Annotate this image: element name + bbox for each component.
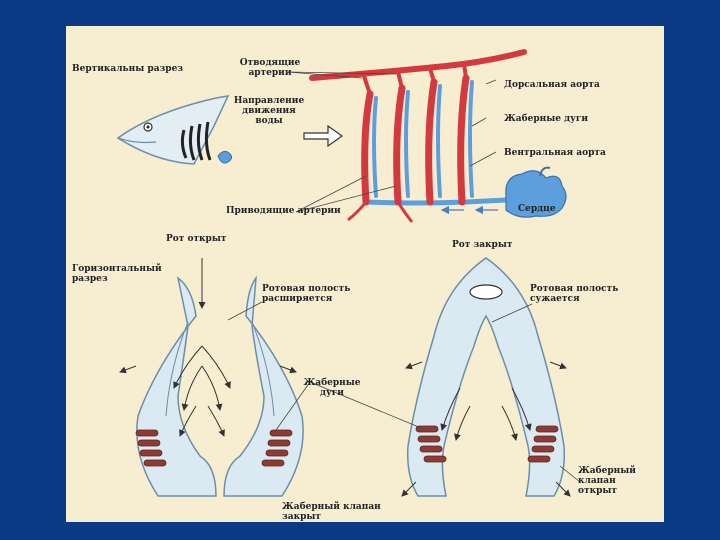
label-vertical-section: Вертикальны разрез: [72, 64, 183, 74]
label-efferent-arteries: Отводящие артерии: [234, 58, 306, 78]
fish-head-small: [118, 96, 232, 164]
label-ventral-aorta: Вентральная аорта: [504, 148, 606, 158]
label-afferent-arteries: Приводящие артерии: [226, 206, 341, 216]
label-oral-cavity-expands: Ротовая полость расширяется: [262, 284, 350, 304]
label-gill-valve-closed: Жаберный клапан закрыт: [282, 502, 381, 522]
label-mouth-open: Рот открыт: [166, 234, 226, 244]
label-mouth-closed: Рот закрыт: [452, 240, 512, 250]
label-gill-arches-top: Жаберные дуги: [504, 114, 588, 124]
label-gill-arches-bottom: Жаберные дуги: [302, 378, 362, 398]
label-gill-valve-open: Жаберный клапан открыт: [578, 466, 636, 496]
gill-circulation: [312, 52, 566, 222]
label-oral-cavity-narrows: Ротовая полость сужается: [530, 284, 618, 304]
label-dorsal-aorta: Дорсальная аорта: [504, 80, 600, 90]
diagram-panel: Вертикальны разрез Отводящие артерии Нап…: [66, 26, 664, 522]
label-water-direction: Направление движения воды: [228, 96, 310, 126]
label-heart: Сердце: [518, 204, 556, 214]
water-direction-arrow: [304, 126, 342, 146]
label-horizontal-section: Горизонтальный разрез: [72, 264, 162, 284]
